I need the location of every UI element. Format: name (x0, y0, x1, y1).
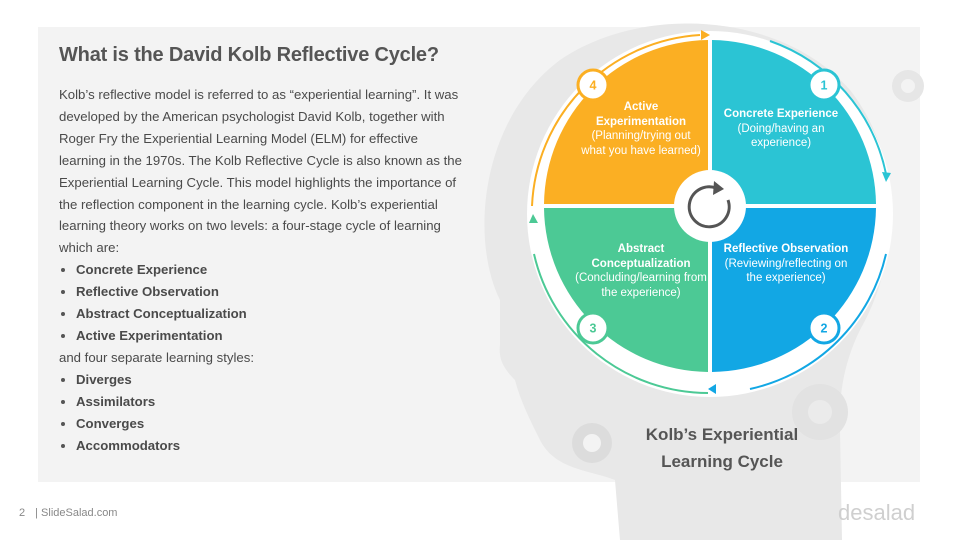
list-item: Converges (59, 413, 479, 435)
quadrant-abstract-conceptualization (544, 208, 708, 372)
quadrant-concrete-experience (712, 40, 876, 204)
quadrant-label-abstract-conceptualization: Abstract Conceptualization (Concluding/l… (571, 242, 711, 300)
arc-bottom-right (749, 253, 887, 390)
quadrant-desc: (Planning/trying out what you have learn… (581, 130, 701, 157)
stage-list: Concrete Experience Reflective Observati… (59, 259, 479, 347)
quadrant-desc: (Concluding/learning from the experience… (575, 272, 707, 299)
cycle-arrow-icon (687, 181, 731, 229)
quadrant-title: Abstract Conceptualization (591, 243, 691, 270)
page-title: What is the David Kolb Reflective Cycle? (59, 44, 439, 66)
quadrant-label-concrete-experience: Concrete Experience (Doing/having an exp… (716, 107, 846, 151)
style-list: Diverges Assimilators Converges Accommod… (59, 369, 479, 457)
arrow-icon (529, 214, 538, 223)
arrow-icon (708, 384, 716, 394)
step-badge-4: 4 (576, 68, 610, 102)
step-badge-3: 3 (576, 311, 610, 345)
quadrant-label-active-experimentation: Active Experimentation (Planning/trying … (581, 100, 701, 158)
watermark-logo: desalad (838, 500, 916, 525)
quadrant-title: Reflective Observation (723, 243, 849, 255)
arrow-icon (882, 172, 891, 182)
gear-icon (572, 423, 612, 463)
footer-source: | SlideSalad.com (35, 507, 118, 519)
arrow-icon (701, 30, 710, 40)
gear-icon (892, 70, 924, 102)
step-badge-1: 1 (807, 68, 841, 102)
list-item: Abstract Conceptualization (59, 303, 479, 325)
badge-number: 4 (590, 79, 597, 93)
quadrant-title: Active Experimentation (595, 101, 687, 128)
badge-number: 1 (821, 79, 828, 93)
diagram-caption: Kolb’s Experiential Learning Cycle (645, 425, 799, 471)
step-badge-2: 2 (807, 311, 841, 345)
quadrant-desc: (Reviewing/reflecting on the experience) (724, 257, 848, 285)
styles-intro: and four separate learning styles: (59, 349, 254, 365)
quadrant-active-experimentation (544, 40, 708, 204)
text-column: What is the David Kolb Reflective Cycle?… (59, 44, 479, 456)
quadrant-reflective-observation (712, 208, 876, 372)
quadrant-desc: (Doing/having an experience) (737, 122, 825, 150)
list-item: Reflective Observation (59, 281, 479, 303)
center-circle (674, 170, 746, 242)
list-item: Assimilators (59, 391, 479, 413)
quadrant-label-reflective-observation: Reflective Observation (Reviewing/reflec… (716, 242, 856, 286)
list-item: Diverges (59, 369, 479, 391)
gear-icon (792, 384, 848, 440)
footer: 2 | SlideSalad.com (19, 507, 127, 519)
list-item: Active Experimentation (59, 325, 479, 347)
intro-paragraph: Kolb’s reflective model is referred to a… (59, 87, 462, 256)
list-item: Concrete Experience (59, 259, 479, 281)
list-item: Accommodators (59, 435, 479, 457)
quadrant-title: Concrete Experience (723, 108, 839, 120)
page-number: 2 (19, 507, 26, 519)
kolb-cycle-diagram: 1 2 3 4 (527, 30, 893, 397)
arc-bottom-left (533, 253, 709, 394)
badge-number: 2 (821, 322, 828, 336)
arc-top-right (769, 40, 887, 175)
badge-number: 3 (590, 322, 597, 336)
